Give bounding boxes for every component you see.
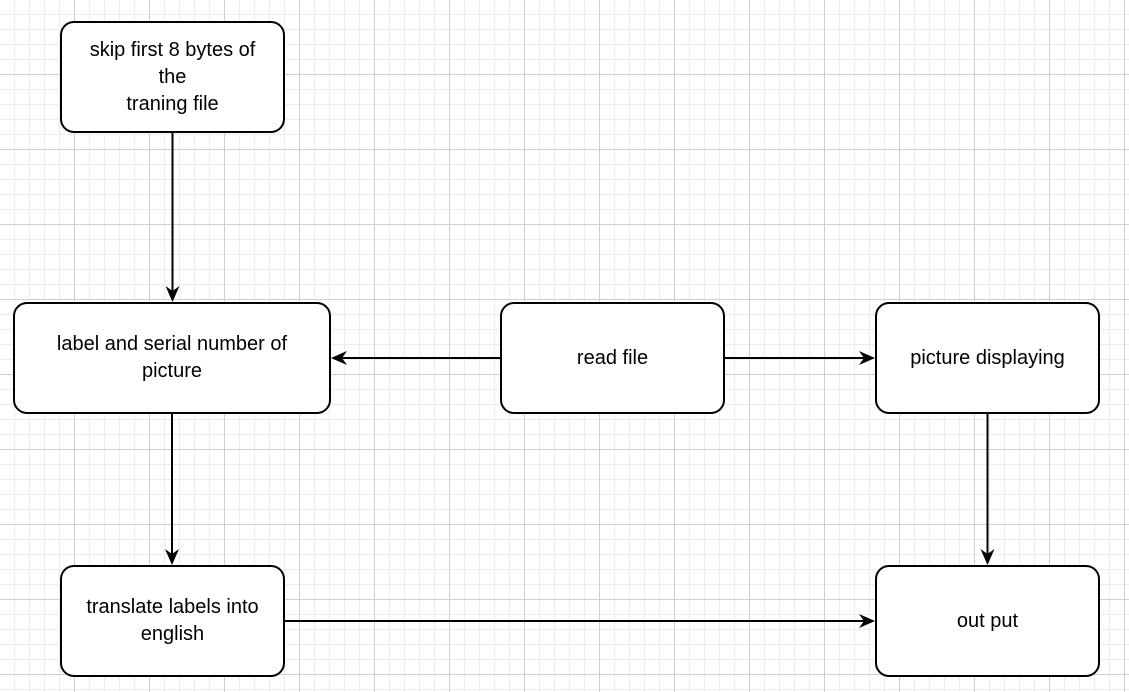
arrowhead — [165, 286, 180, 302]
arrowhead — [980, 549, 995, 565]
node-label: skip first 8 bytes of the traning file — [89, 38, 256, 115]
node-label: label and serial number of picture — [56, 333, 288, 382]
node-translate-labels[interactable]: translate labels into english — [60, 565, 285, 677]
node-picture-displaying[interactable]: picture displaying — [875, 302, 1100, 414]
arrowhead — [165, 549, 179, 565]
arrowhead — [859, 614, 875, 628]
node-skip-first-bytes[interactable]: skip first 8 bytes of the traning file — [60, 21, 285, 133]
arrowhead — [859, 351, 875, 365]
node-label: out put — [956, 609, 1019, 632]
node-label: translate labels into english — [86, 596, 259, 645]
arrowhead — [331, 351, 347, 365]
node-output[interactable]: out put — [875, 565, 1100, 677]
node-read-file[interactable]: read file — [500, 302, 725, 414]
node-label-and-serial-number[interactable]: label and serial number of picture — [13, 302, 331, 414]
node-label: picture displaying — [910, 346, 1065, 369]
node-label: read file — [576, 346, 649, 369]
